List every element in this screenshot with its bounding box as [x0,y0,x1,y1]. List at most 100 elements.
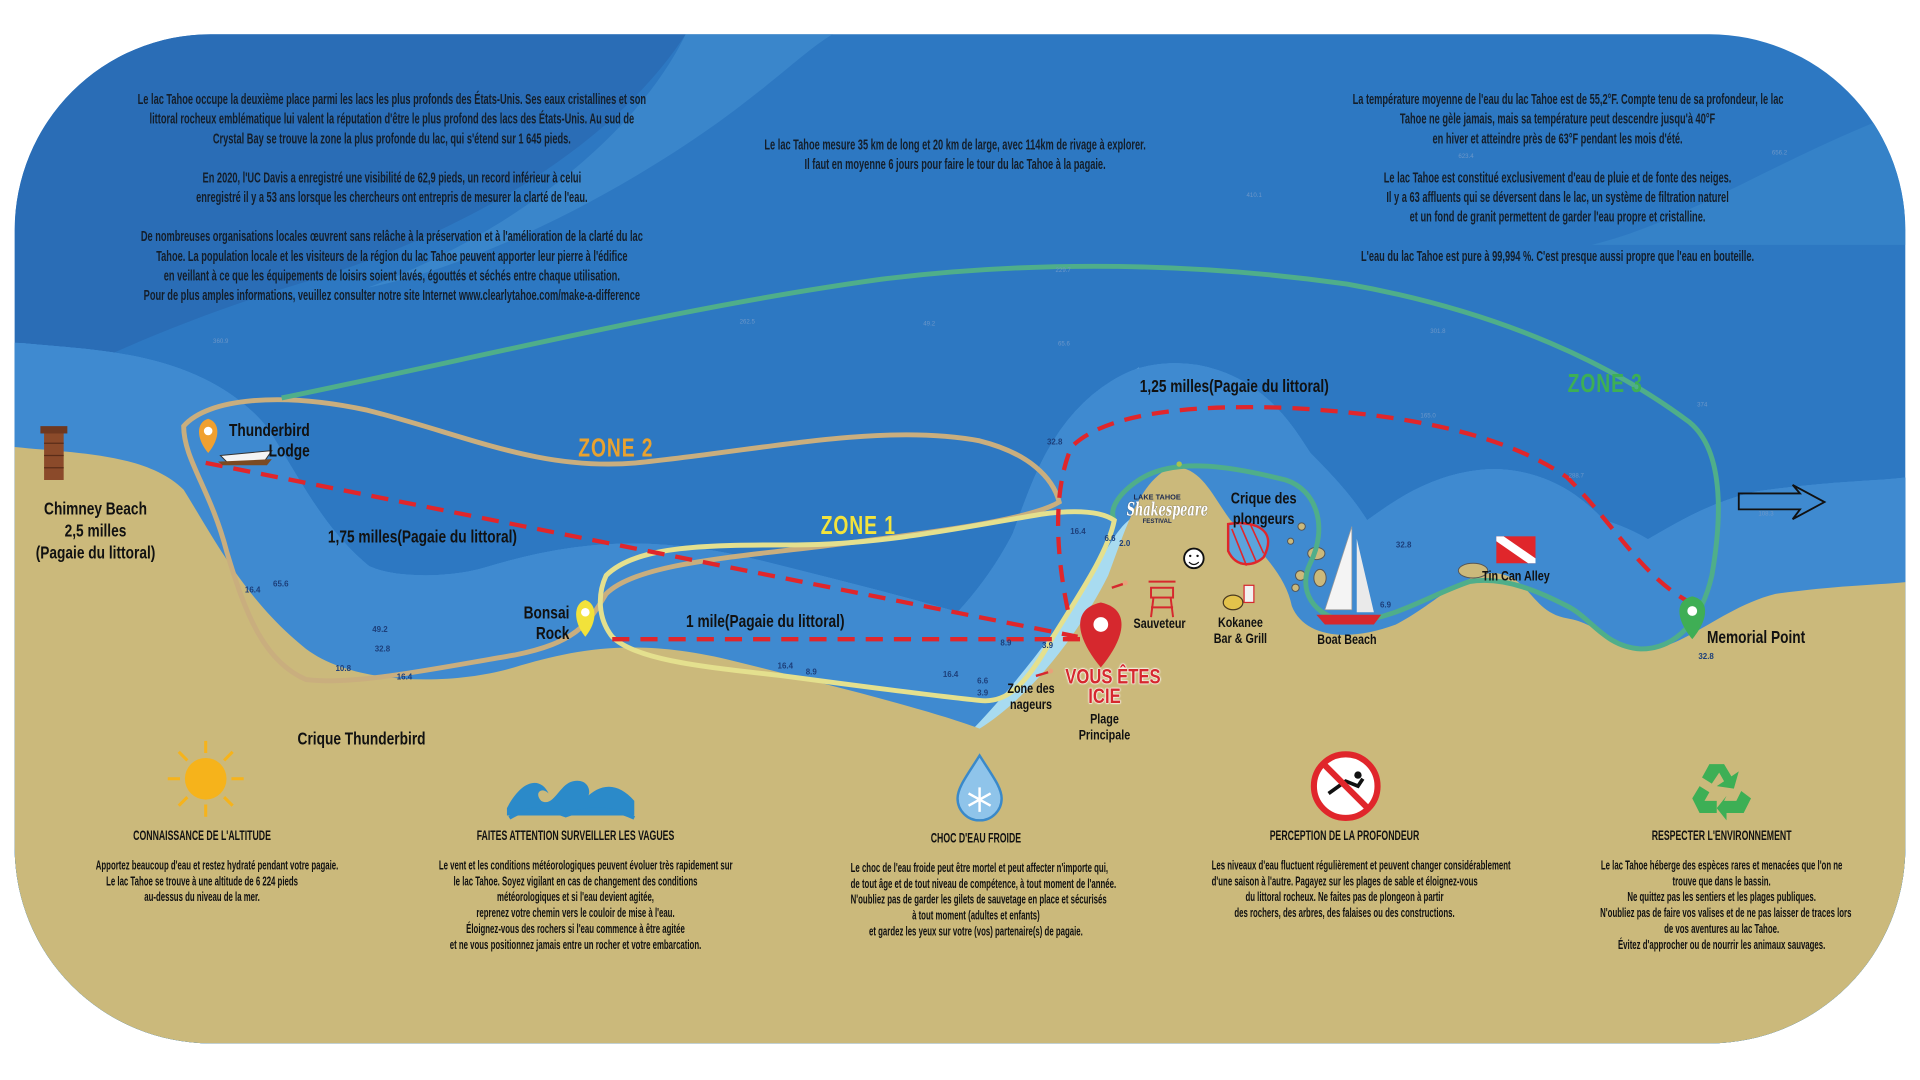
label-crique-plongeurs: Crique des plongeurs [1230,488,1297,528]
depth-sounding: 8.9 [805,668,817,678]
food-drink-icon [1222,584,1255,611]
section-environment: RESPECTER L'ENVIRONNEMENT Le lac Tahoe h… [1526,829,1918,954]
depth-sounding: 8.9 [1000,639,1012,648]
logo-top: LAKE TAHOE [1133,494,1181,503]
sun-icon [167,740,244,817]
pin-memorial-point-icon [1679,596,1706,640]
dive-area-hatched-icon [1226,521,1270,567]
depth-sounding: 32.8 [1046,438,1063,447]
theater-masks-icon [1183,547,1205,570]
pin-you-are-here-icon [1080,602,1122,668]
swimmer-icon [1035,668,1054,678]
route-label-chimney: 1,75 milles(Pagaie du littoral) [327,526,517,547]
info-text-left: Le lac Tahoe occupe la deuxième place pa… [137,90,647,304]
info-text-right: La température moyenne de l'eau du lac T… [1352,90,1784,265]
section-title: CONNAISSANCE DE L'ALTITUDE [133,828,271,844]
depth-sounding: 10.8 [335,664,352,674]
depth-sounding: 16.4 [396,673,413,683]
zone-2-label: ZONE 2 [578,434,654,463]
section-depth-perception: PERCEPTION DE LA PROFONDEUR Les niveaux … [1130,829,1559,922]
water-light-band-right [1591,110,1906,245]
label-memorial-point: Memorial Point [1706,626,1806,647]
logo-main: Shakespeare [1126,498,1209,521]
deep-sounding: 229.7 [1055,266,1071,275]
deep-sounding: 623.4 [1458,153,1474,161]
recycle-icon [1692,764,1752,821]
deep-sounding: 288.7 [1568,472,1584,481]
section-title: RESPECTER L'ENVIRONNEMENT [1651,828,1792,844]
deep-sounding: 165.0 [1420,412,1436,421]
section-text: Le choc de l'eau froide peut être mortel… [850,862,1117,940]
label-sauveteur: Sauveteur [1133,617,1186,632]
label-kokanee: Kokanee Bar & Grill [1213,615,1268,647]
zone-3-route [281,263,1721,652]
depth-sounding: 16.4 [244,586,261,596]
depth-sounding: 32.8 [374,645,391,654]
label-bonsai-rock: Bonsai Rock [523,602,570,643]
deep-sounding: 410.1 [1246,192,1262,200]
deep-sounding: 656.2 [1771,149,1788,157]
depth-sounding: 32.8 [1698,652,1714,662]
deep-sounding: 108.3 [1758,510,1774,518]
section-title: PERCEPTION DE LA PROFONDEUR [1269,828,1420,844]
route-memorial-point [1056,404,1691,611]
chimney-icon [40,426,68,481]
depth-sounding: 49.2 [372,625,388,635]
pin-bonsai-rock-icon [576,600,595,637]
deep-sounding: 360.9 [213,337,229,346]
section-title: CHOC D'EAU FROIDE [930,831,1022,847]
label-boat-beach: Boat Beach [1317,633,1377,648]
direction-arrow-icon [1737,484,1827,520]
shakespeare-festival-logo: LAKE TAHOE Shakespeare FESTIVAL [1108,494,1209,526]
motorboat-icon [217,450,273,466]
no-diving-icon [1310,751,1381,822]
water-light-band [367,34,833,288]
depth-sounding: 32.8 [1395,541,1412,550]
route-label-memorial: 1,25 milles(Pagaie du littoral) [1139,375,1329,396]
label-you-are-here: VOUS ÊTES ICIE [1065,664,1161,708]
shoreline-land [14,446,1906,1044]
deep-sounding: 262.5 [739,318,755,326]
label-chimney-beach: Chimney Beach 2,5 milles (Pagaie du litt… [35,498,156,563]
label-crique-thunderbird: Crique Thunderbird [297,728,426,749]
buoy-icon [1176,461,1182,467]
depth-sounding: 2.0 [1119,540,1131,549]
waves-icon [506,780,636,820]
pin-thunderbird-lodge-icon [198,418,218,454]
deep-sounding: 301.8 [1430,328,1446,336]
deep-sounding: 65.6 [1057,340,1070,348]
deep-sounding: 49.2 [923,320,936,329]
depth-sounding: 16.4 [1070,527,1086,537]
swimmer-icon-2 [1111,580,1128,589]
section-text: Les niveaux d'eau fluctuent régulièremen… [1211,859,1511,921]
label-tin-can-alley: Tin Can Alley [1482,569,1550,585]
route-chimney-beach [205,460,1078,639]
dive-flag-icon [1496,536,1536,564]
deep-water-shade [14,34,686,405]
depth-sounding: 16.4 [777,662,794,672]
depth-sounding: 6.6 [977,677,989,686]
label-plage-principale: Plage Principale [1078,712,1131,744]
label-zone-nageurs: Zone des nageurs [1007,682,1055,713]
logo-bottom: FESTIVAL [1142,517,1172,526]
section-title: FAITES ATTENTION SURVEILLER LES VAGUES [476,828,675,844]
info-text-center: Le lac Tahoe mesure 35 km de long et 20 … [764,135,1146,173]
section-text: Apportez beaucoup d'eau et restez hydrat… [95,859,339,905]
section-text: Le lac Tahoe héberge des espèces rares e… [1600,859,1852,953]
depth-sounding: 6.6 [1104,535,1116,544]
section-waves: FAITES ATTENTION SURVEILLER LES VAGUES L… [355,829,796,954]
depth-sounding: 3.9 [977,689,989,698]
section-cold-water: CHOC D'EAU FROIDE Le choc de l'eau froid… [774,831,1178,940]
label-thunderbird-lodge: Thunderbird Lodge [229,420,310,461]
depth-sounding: 16.4 [942,671,959,680]
depth-sounding: 6.9 [1380,601,1392,610]
zone-1-label: ZONE 1 [820,511,896,541]
cold-water-drop-icon [956,753,1003,822]
deep-sounding: 374 [1697,401,1708,409]
lifeguard-tower-icon [1148,580,1176,618]
depth-sounding: 3.9 [1042,641,1054,651]
section-text: Le vent et les conditions météorologique… [438,859,733,953]
route-label-bonsai: 1 mile(Pagaie du littoral) [686,611,845,631]
